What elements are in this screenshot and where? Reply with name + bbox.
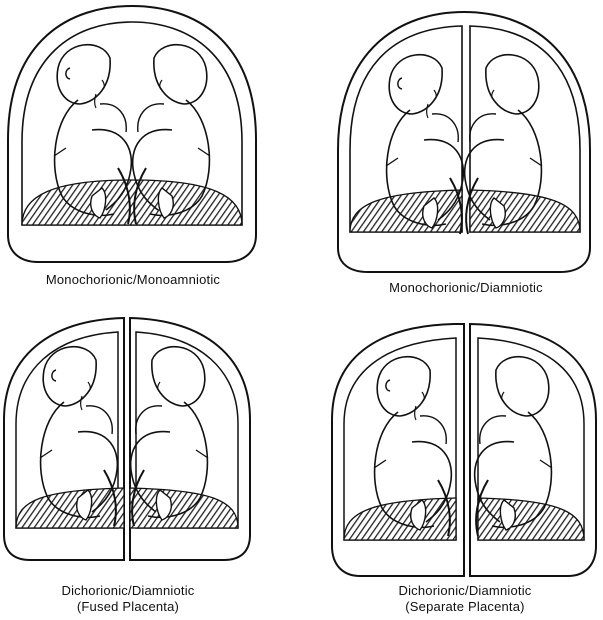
caption-di-di-fused: Dichorionic/Diamniotic (Fused Placenta)	[4, 583, 252, 615]
caption-title: Dichorionic/Diamniotic	[334, 583, 596, 599]
caption-di-di-separate: Dichorionic/Diamniotic (Separate Placent…	[334, 583, 596, 615]
caption-title: Monochorionic/Monoamniotic	[8, 272, 258, 288]
caption-mono-di: Monochorionic/Diamniotic	[340, 280, 592, 296]
panel-di-di-separate	[332, 324, 596, 576]
caption-title: Monochorionic/Diamniotic	[340, 280, 592, 296]
caption-subtitle: (Separate Placenta)	[334, 599, 596, 615]
caption-subtitle: (Fused Placenta)	[4, 599, 252, 615]
caption-mono-mono: Monochorionic/Monoamniotic	[8, 272, 258, 288]
panel-mono-mono	[8, 6, 256, 262]
panel-di-di-fused	[4, 318, 250, 560]
caption-title: Dichorionic/Diamniotic	[4, 583, 252, 599]
panel-mono-di	[338, 12, 590, 272]
